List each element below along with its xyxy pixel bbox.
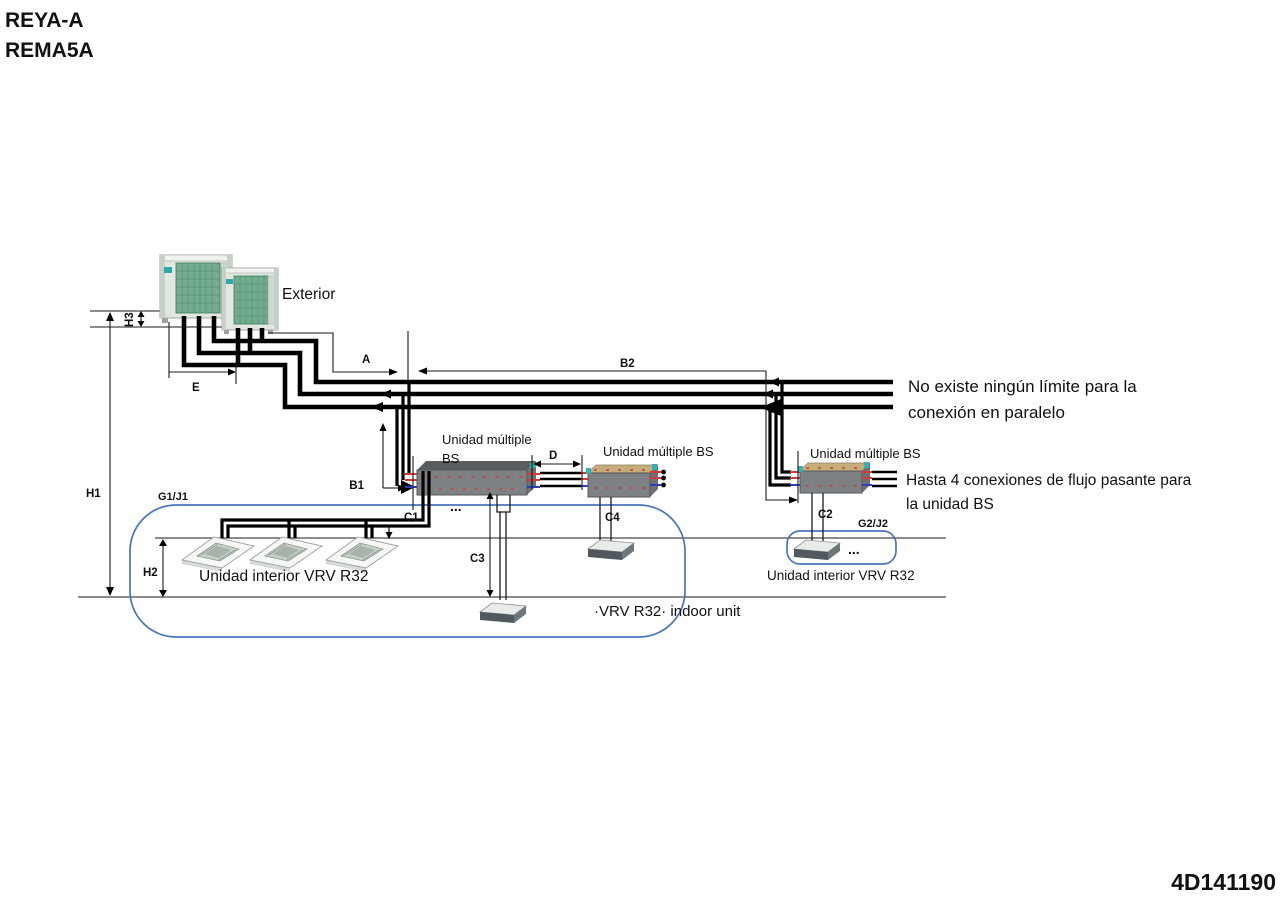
- main-pipe-2: [196, 316, 893, 397]
- indoor-zone-rect-right: [786, 530, 897, 565]
- outdoor-unit-1: [159, 254, 233, 323]
- vrv-indoor-note: ·VRV R32· indoor unit: [594, 603, 741, 620]
- indoor-zone-rect-left: [129, 504, 686, 638]
- flow-arrow-large: [760, 399, 781, 416]
- daikin-logo: [164, 267, 172, 273]
- dim-b1: [379, 423, 406, 492]
- exterior-label: Exterior: [282, 286, 335, 303]
- indoor-right-label: Unidad interior VRV R32: [767, 568, 915, 583]
- indoor-branch-left: [220, 471, 431, 539]
- bs1-bottom-connections: [496, 495, 511, 600]
- dim-h3: [137, 311, 145, 327]
- dim-a: [268, 331, 409, 381]
- note-bsflow-line1: Hasta 4 conexiones de flujo pasante para: [906, 472, 1192, 489]
- zone-label-g2j2: G2/J2: [858, 518, 888, 530]
- outdoor-unit-2: [221, 267, 279, 334]
- dim-label-c3: C3: [470, 553, 485, 565]
- note-parallel-line1: No existe ningún límite para la: [908, 377, 1137, 396]
- bs1-label-line1: Unidad múltiple: [442, 432, 532, 447]
- dim-label-c1: C1: [404, 512, 419, 524]
- dim-h2: [159, 539, 167, 597]
- dim-d: [531, 455, 583, 490]
- daikin-logo: [226, 279, 233, 284]
- branch-to-bs1: [371, 382, 415, 494]
- bs1-label-line2: BS: [442, 451, 460, 466]
- cassette-indoor-unit: [181, 536, 255, 573]
- flow-arrow: [381, 389, 391, 399]
- bs-unit-2: [586, 464, 666, 498]
- dim-label-b2: B2: [620, 358, 635, 370]
- dim-c3: [486, 492, 494, 597]
- ellipsis-right: ...: [848, 541, 860, 557]
- branch-to-bs3: [760, 377, 791, 487]
- duct-indoor-unit-right: [793, 539, 841, 561]
- zone-label-g1j1: G1/J1: [158, 491, 188, 503]
- bs2-label: Unidad múltiple BS: [603, 444, 714, 459]
- flow-arrow: [385, 532, 393, 539]
- bs-unit-1: [405, 461, 540, 496]
- cassette-indoor-unit: [249, 536, 323, 573]
- flow-arrow: [769, 377, 779, 387]
- dim-label-d: D: [549, 450, 557, 462]
- pipe-end-cap: [661, 475, 666, 481]
- pipe-end-cap: [661, 482, 666, 488]
- dim-e: [168, 322, 237, 384]
- dim-label-a: A: [362, 354, 370, 366]
- indoor-left-label: Unidad interior VRV R32: [199, 568, 368, 585]
- cassette-indoor-unit: [325, 536, 399, 573]
- dim-label-b1: B1: [349, 480, 364, 492]
- bs3-bottom-connections: [811, 493, 824, 541]
- ellipsis-bs1: ...: [450, 498, 462, 514]
- dim-h1: [106, 312, 114, 596]
- page-title-line2: REMA5A: [5, 39, 94, 62]
- dim-label-h3: H3: [124, 312, 136, 327]
- pipe-end-cap: [661, 469, 666, 475]
- bs-unit-3: [790, 462, 897, 494]
- dim-label-c2: C2: [818, 509, 833, 521]
- duct-indoor-unit-floor: [479, 602, 527, 624]
- bs2-bottom-connections: [599, 497, 612, 541]
- flow-arrow: [763, 389, 773, 399]
- document-number: 4D141190: [1171, 869, 1276, 895]
- duct-indoor-unit-mid: [587, 539, 635, 561]
- dim-label-e: E: [192, 382, 200, 394]
- main-piping: [181, 316, 893, 410]
- note-bsflow-line2: la unidad BS: [906, 496, 994, 513]
- bs3-label: Unidad múltiple BS: [810, 446, 921, 461]
- main-pipe-1: [211, 316, 893, 385]
- dim-label-c4: C4: [605, 512, 620, 524]
- page-title-line1: REYA-A: [5, 9, 84, 32]
- note-parallel-line2: conexión en paralelo: [908, 403, 1065, 422]
- heat-exchanger-coil: [175, 262, 221, 314]
- dim-b2: [418, 367, 799, 504]
- flow-arrow: [371, 402, 383, 412]
- dim-label-h1: H1: [86, 488, 101, 500]
- dim-label-h2: H2: [143, 567, 158, 579]
- main-pipe-3: [181, 316, 893, 410]
